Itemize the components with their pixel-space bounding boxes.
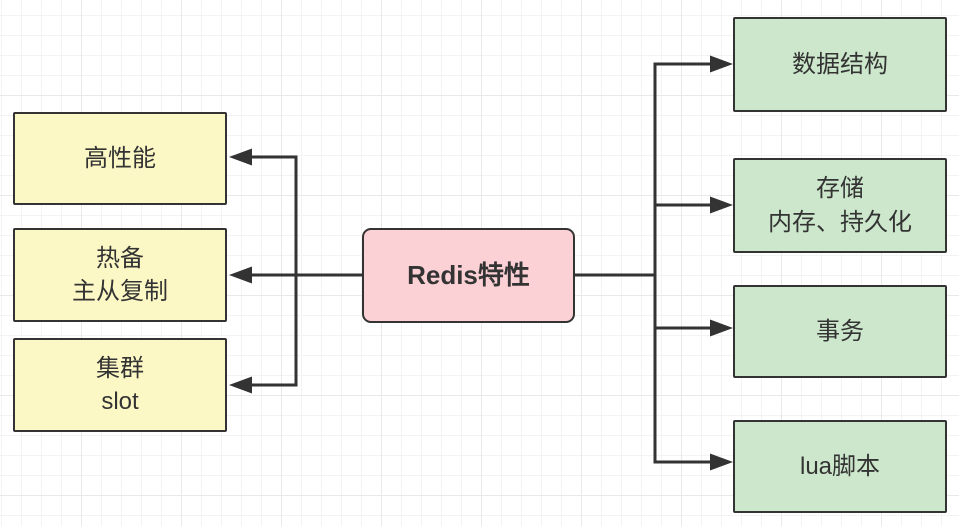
node-hot-standby-replication: 热备 主从复制 [13,228,227,322]
node-high-performance: 高性能 [13,112,227,205]
arrowhead-icon [229,266,252,284]
node-cluster-slot: 集群 slot [13,338,227,432]
node-data-structures: 数据结构 [733,17,947,112]
arrowhead-icon [229,376,252,394]
arrowhead-icon [710,55,733,73]
arrowhead-icon [229,148,252,166]
right-branch-line [575,62,713,464]
node-storage-persistence: 存储 内存、持久化 [733,158,947,253]
node-redis-features: Redis特性 [362,228,575,323]
node-lua-script: lua脚本 [733,420,947,513]
left-branch-line [249,155,363,387]
arrowhead-icon [710,319,733,337]
arrowhead-icon [710,453,733,471]
node-transactions: 事务 [733,285,947,378]
arrowhead-icon [710,196,733,214]
